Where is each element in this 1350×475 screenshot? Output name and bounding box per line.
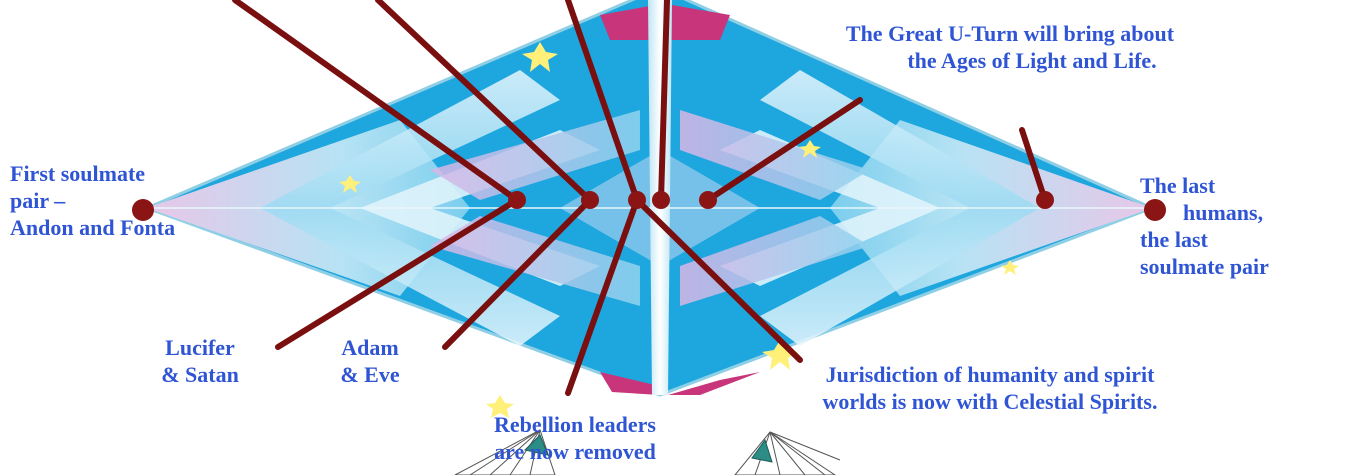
label-adam-eve: Adam & Eve [330, 334, 410, 388]
event-marker [699, 191, 717, 209]
label-great-u-turn: The Great U-Turn will bring about the Ag… [840, 20, 1180, 74]
label-rebellion-leaders: Rebellion leaders are now removed [460, 411, 690, 465]
label-jurisdiction: Jurisdiction of humanity and spirit worl… [815, 361, 1165, 415]
event-marker [652, 191, 670, 209]
label-first-soulmate-pair: First soulmate pair – Andon and Fonta [10, 160, 175, 241]
event-marker [508, 191, 526, 209]
label-last-humans: The last humans, the last soulmate pair [1140, 172, 1269, 280]
event-marker [581, 191, 599, 209]
event-marker [1036, 191, 1054, 209]
event-marker [628, 191, 646, 209]
label-lucifer-satan: Lucifer & Satan [140, 334, 260, 388]
